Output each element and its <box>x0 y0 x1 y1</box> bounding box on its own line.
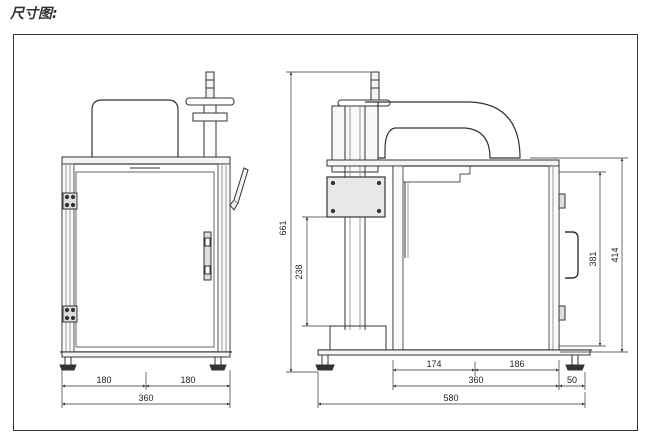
front-door <box>75 171 215 348</box>
page-heading: 尺寸图: <box>10 6 58 22</box>
front-door-lock <box>203 231 212 281</box>
dim-front-total-width: 360 <box>138 393 153 403</box>
side-foot-left <box>315 354 335 371</box>
front-left-post <box>61 163 75 353</box>
front-right-post <box>217 163 231 353</box>
side-foot-right <box>565 354 585 371</box>
front-view <box>59 71 249 408</box>
side-c-arm <box>365 101 521 159</box>
dim-side-width-a: 174 <box>426 359 441 369</box>
side-handle <box>565 231 579 279</box>
dim-side-cabinet-height: 381 <box>588 251 598 266</box>
side-post-right <box>548 165 560 351</box>
side-clamp-block <box>326 176 386 218</box>
front-handwheel <box>185 71 235 160</box>
front-hinge-top <box>62 192 78 210</box>
front-top-plate <box>61 156 231 165</box>
dim-front-right-width: 180 <box>180 375 195 385</box>
front-lever <box>229 167 249 211</box>
side-column-base <box>329 325 387 351</box>
dim-side-total-width: 580 <box>443 393 458 403</box>
dim-side-frame-height: 414 <box>610 247 620 262</box>
dim-side-width-b: 186 <box>509 359 524 369</box>
front-back-panel <box>91 99 179 160</box>
drawing-frame <box>13 34 638 431</box>
dim-side-width-d: 50 <box>567 375 577 385</box>
side-handwheel <box>337 71 391 107</box>
side-cabinet <box>392 165 560 351</box>
side-top-plate <box>326 159 560 167</box>
front-foot-left <box>59 356 77 371</box>
dim-side-column-height: 238 <box>294 264 304 279</box>
side-view <box>286 71 628 408</box>
front-foot-right <box>209 356 227 371</box>
side-post-left <box>392 165 404 351</box>
front-hinge-bottom <box>62 305 78 323</box>
dim-front-left-width: 180 <box>96 375 111 385</box>
dim-side-total-height: 661 <box>278 220 288 235</box>
dim-side-width-c: 360 <box>468 375 483 385</box>
